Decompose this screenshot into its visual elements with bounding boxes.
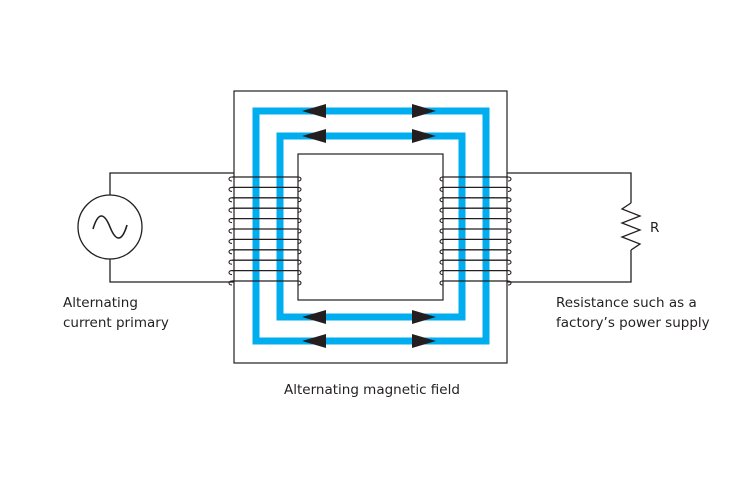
secondary-label-line1: Resistance such as a <box>556 295 697 311</box>
coil-loop <box>507 186 512 192</box>
coil-loop <box>439 228 444 234</box>
coil-loop <box>439 249 444 255</box>
coil-loop <box>439 259 444 265</box>
coil-loop <box>507 280 512 286</box>
primary-label: Alternating current primary <box>63 293 169 333</box>
core-inner-border <box>297 153 444 301</box>
coil-loop <box>297 270 302 276</box>
coil-loop <box>297 186 302 192</box>
resistor-label: R <box>650 220 660 236</box>
primary-coil <box>228 176 302 286</box>
coil-loop <box>228 259 233 265</box>
coil-loop <box>439 186 444 192</box>
resistor-icon <box>620 202 642 251</box>
coil-loop <box>297 259 302 265</box>
coil-loop <box>439 280 444 286</box>
coil-loop <box>228 176 233 182</box>
field-label: Alternating magnetic field <box>284 382 460 398</box>
coil-loop <box>439 197 444 203</box>
coil-loop <box>228 280 233 286</box>
coil-loop <box>228 228 233 234</box>
coil-loop <box>439 218 444 224</box>
coil-loop <box>507 197 512 203</box>
flux-arrows <box>302 104 436 348</box>
coil-loop <box>228 249 233 255</box>
coil-loop <box>297 280 302 286</box>
coil-loop <box>507 176 512 182</box>
arrow-right-icon <box>412 334 436 348</box>
coil-loop <box>228 218 233 224</box>
coil-loop <box>297 218 302 224</box>
core-outer-border <box>233 90 508 364</box>
coil-loop <box>439 176 444 182</box>
primary-circuit <box>77 172 234 283</box>
coil-loop <box>507 270 512 276</box>
coil-loop <box>507 238 512 244</box>
primary-label-line2: current primary <box>63 315 169 331</box>
coil-loop <box>297 249 302 255</box>
coil-loop <box>507 218 512 224</box>
secondary-label-line2: factory’s power supply <box>556 315 710 331</box>
coil-loop <box>297 238 302 244</box>
coil-loop <box>507 249 512 255</box>
secondary-label: Resistance such as a factory’s power sup… <box>556 293 710 333</box>
coil-loop <box>439 238 444 244</box>
secondary-coil <box>439 176 512 286</box>
flux-loop-outer <box>252 107 490 345</box>
coil-loop <box>297 197 302 203</box>
coil-loop <box>228 207 233 213</box>
coil-loop <box>439 270 444 276</box>
arrow-left-icon <box>302 104 326 118</box>
coil-loop <box>507 259 512 265</box>
ac-source-icon <box>77 194 143 260</box>
arrow-left-icon <box>302 334 326 348</box>
secondary-wire-top <box>507 172 632 203</box>
coil-loop <box>228 186 233 192</box>
arrow-left-icon <box>302 129 326 143</box>
coil-loop <box>228 238 233 244</box>
coil-loop <box>297 207 302 213</box>
coil-loop <box>507 207 512 213</box>
arrow-right-icon <box>412 129 436 143</box>
coil-loop <box>439 207 444 213</box>
arrow-right-icon <box>412 310 436 324</box>
primary-wire-bottom <box>109 259 234 283</box>
primary-label-line1: Alternating <box>63 295 138 311</box>
arrow-left-icon <box>302 310 326 324</box>
coil-loop <box>228 270 233 276</box>
coil-loop <box>297 228 302 234</box>
arrow-right-icon <box>412 104 436 118</box>
sine-wave-icon <box>92 215 128 239</box>
coil-loop <box>228 197 233 203</box>
coil-loop <box>507 228 512 234</box>
secondary-wire-bottom <box>507 250 632 283</box>
flux-loop-inner <box>276 132 466 321</box>
coil-loop <box>297 176 302 182</box>
secondary-circuit <box>507 172 642 283</box>
coils <box>228 176 512 286</box>
primary-wire-top <box>109 172 234 195</box>
